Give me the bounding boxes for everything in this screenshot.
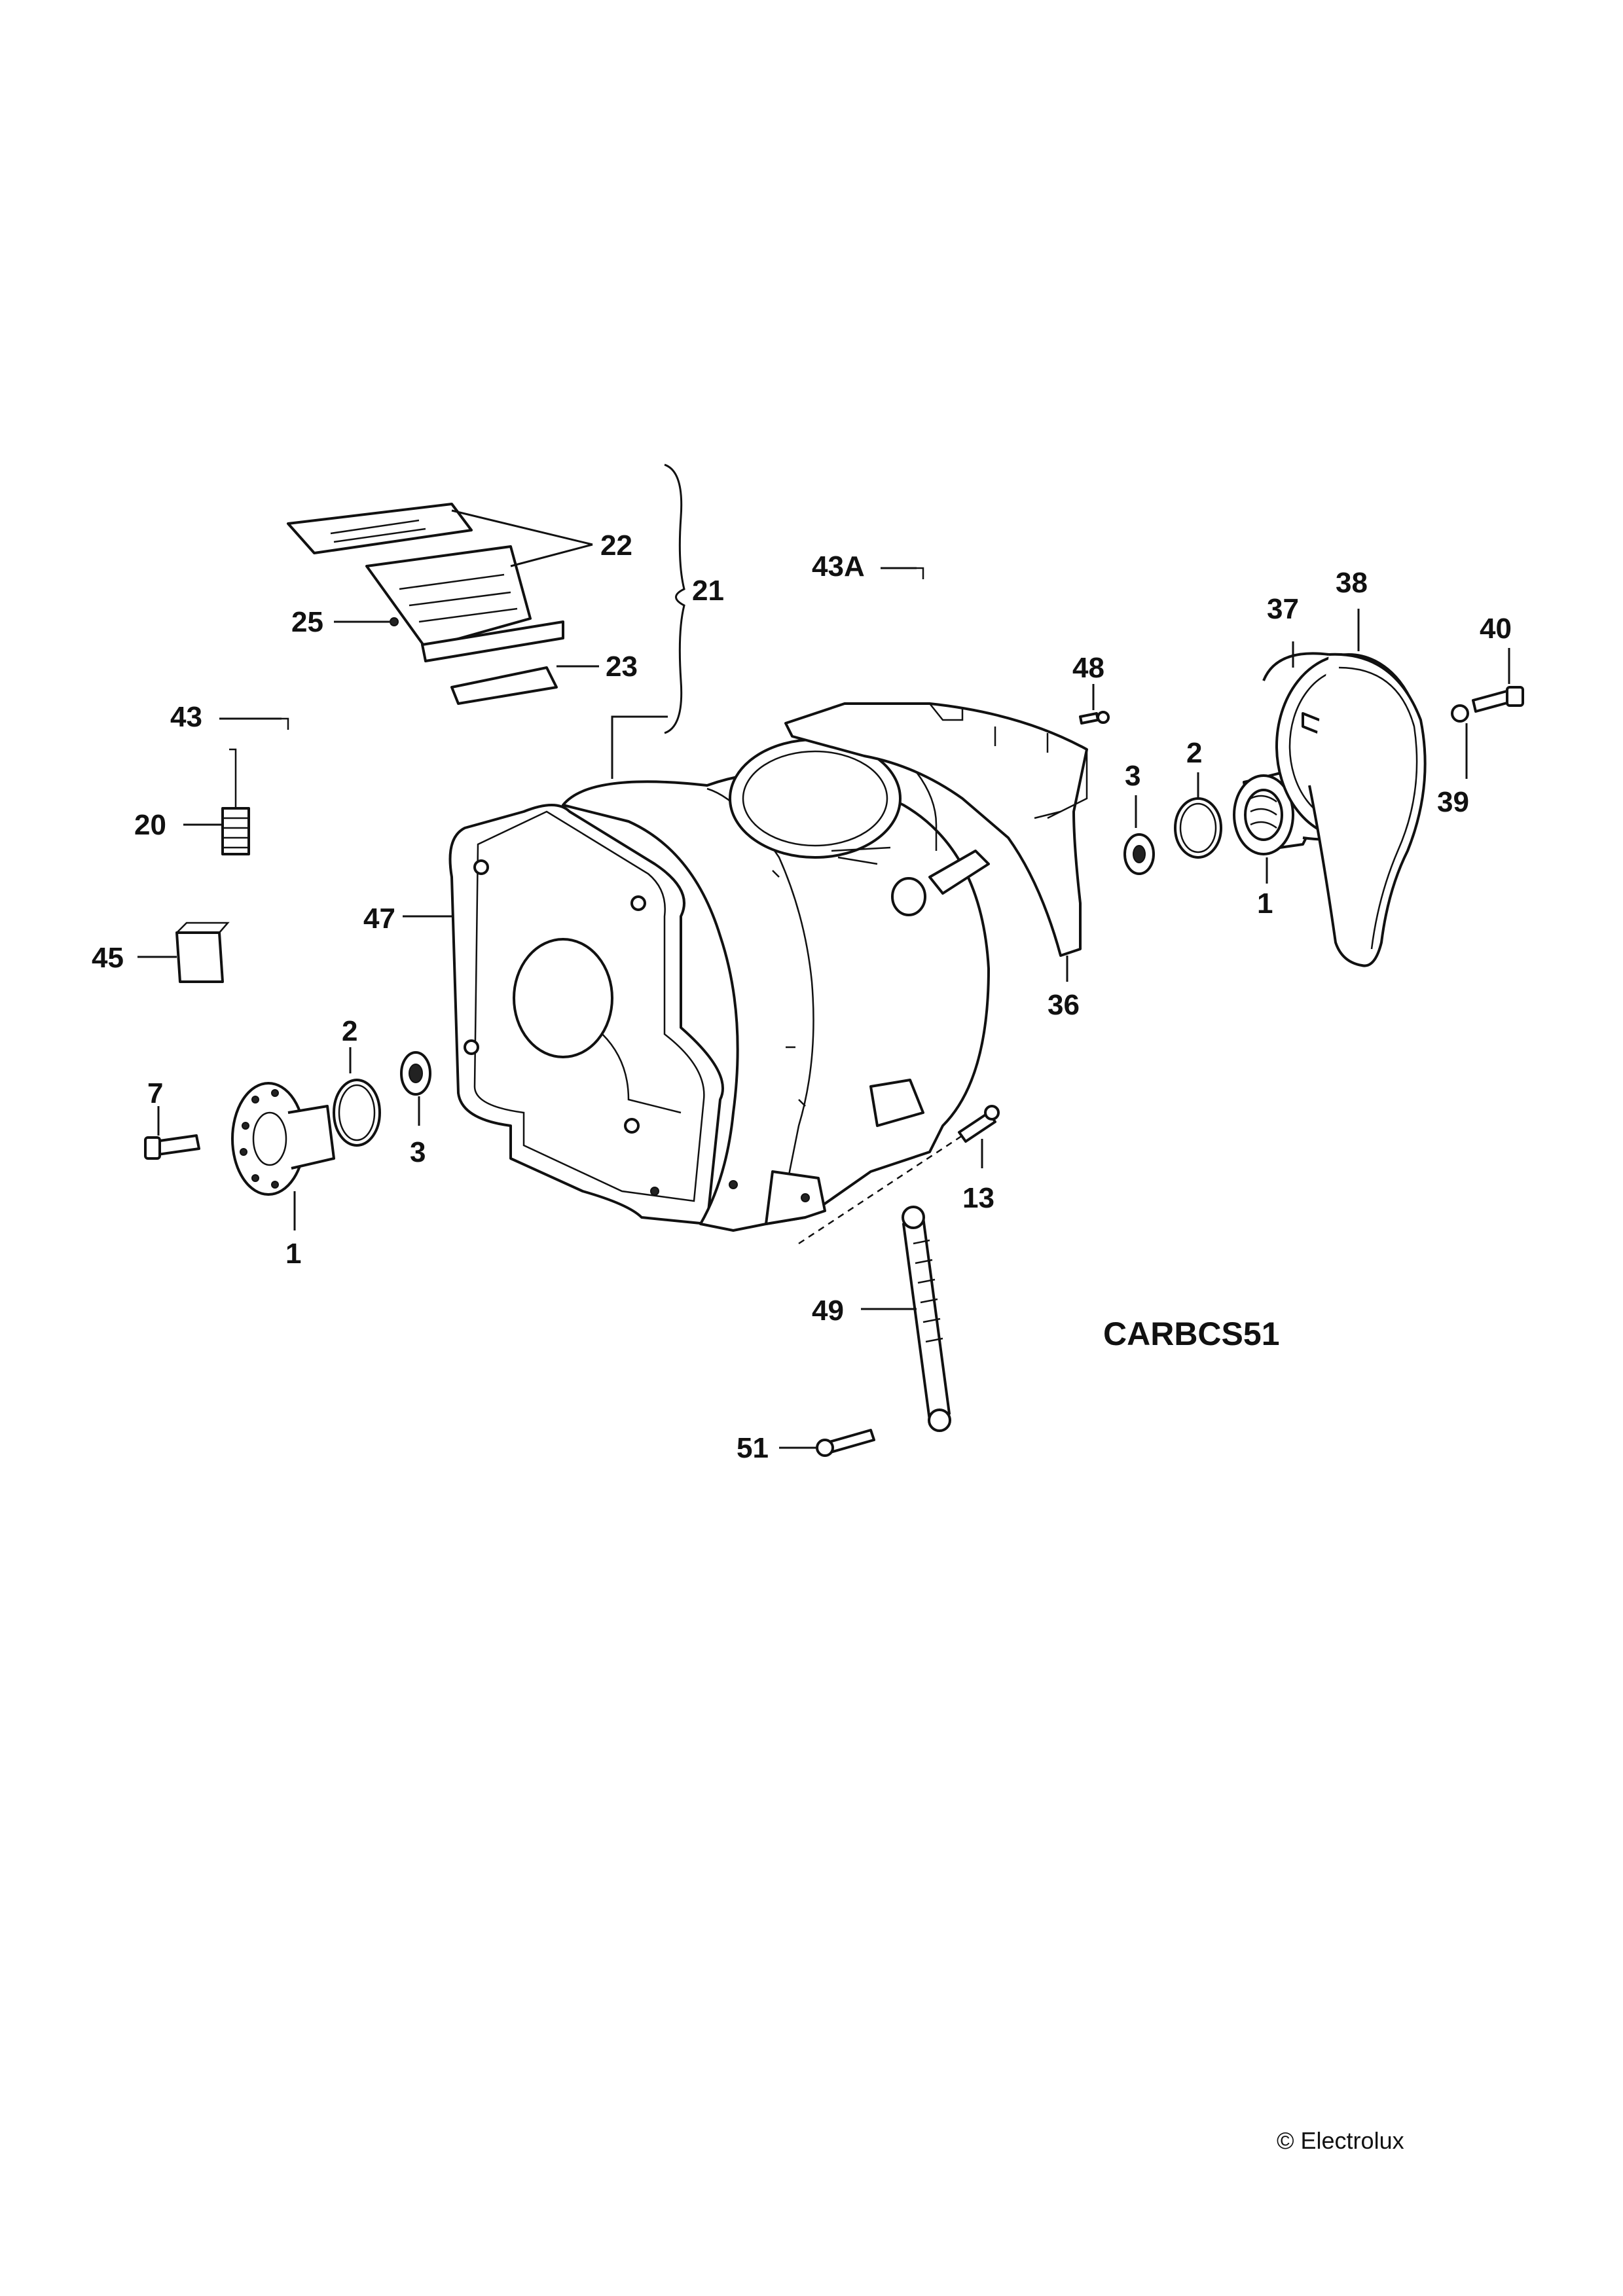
svg-text:49: 49 (812, 1295, 844, 1327)
svg-text:45: 45 (92, 942, 124, 974)
seal-3-right: 3 (1123, 760, 1155, 875)
copyright-notice: © Electrolux (1277, 2127, 1404, 2154)
oring-2-left: 2 (333, 1015, 381, 1147)
svg-text:1: 1 (285, 1238, 301, 1270)
svg-text:37: 37 (1267, 593, 1299, 625)
pin-51: 51 (737, 1429, 875, 1464)
callout-43: 43 (170, 701, 289, 733)
svg-text:2: 2 (1186, 737, 1202, 769)
svg-text:47: 47 (363, 903, 395, 935)
svg-text:21: 21 (692, 575, 724, 607)
svg-text:3: 3 (410, 1136, 426, 1168)
svg-text:3: 3 (1125, 760, 1140, 792)
diagram-code: CARBCS51 (1103, 1316, 1280, 1352)
svg-text:22: 22 (600, 529, 632, 562)
svg-text:7: 7 (147, 1077, 163, 1109)
tub-body (562, 738, 990, 1232)
callout-22: 22 (451, 509, 632, 567)
svg-text:13: 13 (962, 1182, 994, 1214)
tub-rear-36: 36 (784, 702, 1088, 1021)
spring-20: 20 (134, 748, 250, 855)
callout-21-brace: 21 (664, 463, 724, 734)
svg-text:1: 1 (1257, 888, 1273, 920)
damper-49: 49 (812, 1206, 951, 1432)
block-45: 45 (92, 922, 230, 983)
oring-2-right: 2 (1174, 737, 1222, 859)
svg-text:36: 36 (1048, 989, 1080, 1021)
callout-43a: 43A (812, 550, 924, 583)
washer-39: 39 (1437, 704, 1469, 818)
svg-text:39: 39 (1437, 786, 1469, 818)
svg-text:25: 25 (291, 606, 323, 638)
bearing-flange-1-left: 1 (231, 1082, 335, 1270)
svg-text:2: 2 (342, 1015, 357, 1047)
screw-48: 48 (1072, 652, 1110, 725)
svg-text:40: 40 (1480, 613, 1512, 645)
callout-25: 25 (291, 606, 399, 638)
filter-grille-assembly (287, 503, 564, 705)
bolt-40: 40 (1472, 613, 1524, 713)
svg-text:43A: 43A (812, 550, 865, 583)
svg-text:51: 51 (737, 1432, 769, 1464)
svg-text:38: 38 (1336, 567, 1368, 599)
bolt-13: 13 (798, 1105, 1000, 1245)
callout-23: 23 (556, 651, 638, 683)
callout-21-leader (611, 715, 668, 779)
belt-38: 38 (1308, 567, 1427, 967)
svg-text:20: 20 (134, 809, 166, 841)
svg-text:48: 48 (1072, 652, 1104, 684)
seal-3-left: 3 (400, 1051, 431, 1168)
bolt-7: 7 (144, 1077, 200, 1160)
svg-text:23: 23 (606, 651, 638, 683)
tub-front-47: 47 (363, 804, 724, 1225)
svg-text:43: 43 (170, 701, 202, 733)
